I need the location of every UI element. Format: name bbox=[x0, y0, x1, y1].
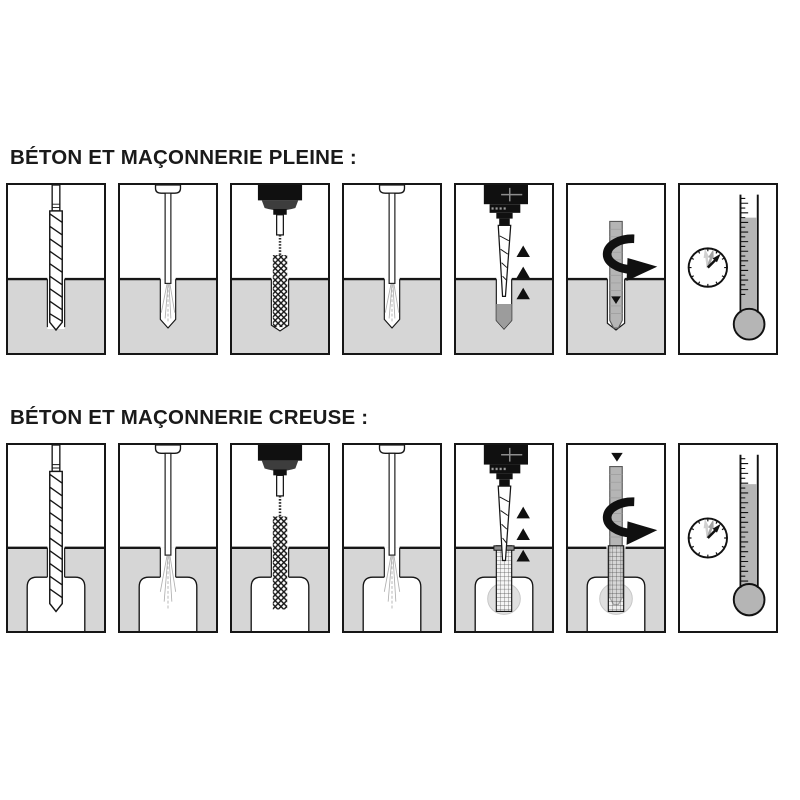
wire-brush-icon bbox=[232, 185, 328, 353]
drill-bit-icon bbox=[8, 445, 104, 631]
step-panel-cure-hollow bbox=[678, 443, 778, 633]
step-panel-blow-solid bbox=[118, 183, 218, 355]
air-blower-icon bbox=[120, 185, 216, 353]
air-spray bbox=[384, 283, 400, 324]
cartridge-gun bbox=[483, 445, 528, 487]
drill-chuck bbox=[257, 445, 303, 476]
step-panel-brush-hollow bbox=[230, 443, 330, 633]
air-blower-icon bbox=[344, 445, 440, 631]
thermometer-icon bbox=[732, 194, 766, 341]
hollow-block bbox=[568, 546, 664, 631]
wire-brush-icon bbox=[232, 445, 328, 631]
threaded-rod-rotation-icon bbox=[568, 452, 664, 631]
clock-icon bbox=[687, 517, 728, 559]
air-blower-icon bbox=[344, 185, 440, 353]
resin-fill bbox=[496, 304, 512, 329]
drilled-hole bbox=[383, 279, 401, 329]
mixing-nozzle bbox=[497, 224, 512, 297]
thermometer-icon bbox=[732, 454, 766, 617]
fill-level-arrows bbox=[516, 506, 530, 562]
air-blower-icon bbox=[120, 445, 216, 631]
drilled-hole bbox=[159, 279, 177, 329]
step-panel-blow2-hollow bbox=[342, 443, 442, 633]
brush-bristles bbox=[272, 516, 288, 610]
clock-thermometer-icon bbox=[687, 194, 766, 341]
mixing-nozzle bbox=[497, 485, 512, 562]
step-panel-brush-solid bbox=[230, 183, 330, 355]
insert-direction-arrow bbox=[611, 452, 623, 462]
step-panel-cure-solid bbox=[678, 183, 778, 355]
drill-bit-icon bbox=[8, 185, 104, 353]
clock-thermometer-icon bbox=[687, 454, 766, 617]
air-spray bbox=[160, 283, 176, 324]
step-panel-inject-hollow bbox=[454, 443, 554, 633]
steps-row-hollow bbox=[6, 443, 778, 633]
rotation-arrow-icon bbox=[602, 234, 658, 281]
insert-direction-arrow bbox=[611, 296, 621, 305]
section-title-hollow: BÉTON ET MAÇONNERIE CREUSE : bbox=[10, 406, 369, 429]
step-panel-drill-solid bbox=[6, 183, 106, 355]
step-panel-drill-hollow bbox=[6, 443, 106, 633]
rotation-arrow-icon bbox=[602, 497, 658, 545]
threaded-rod-rotation-icon bbox=[568, 220, 664, 353]
air-spray bbox=[159, 555, 177, 610]
steps-row-solid bbox=[6, 183, 778, 355]
cartridge-gun bbox=[483, 185, 528, 226]
brush-bristles bbox=[272, 255, 288, 328]
step-panel-rod-hollow bbox=[566, 443, 666, 633]
step-panel-inject-solid bbox=[454, 183, 554, 355]
sieve-sleeve bbox=[607, 545, 625, 613]
step-panel-blow-hollow bbox=[118, 443, 218, 633]
step-panel-blow2-solid bbox=[342, 183, 442, 355]
air-spray bbox=[383, 555, 401, 610]
hollow-block bbox=[456, 546, 552, 631]
clock-icon bbox=[687, 247, 728, 288]
resin-injection-gun-icon bbox=[456, 185, 552, 353]
resin-injection-sieve-sleeve-icon bbox=[456, 445, 552, 631]
fill-level-arrows bbox=[516, 245, 530, 300]
drill-chuck bbox=[257, 185, 303, 215]
section-title-solid: BÉTON ET MAÇONNERIE PLEINE : bbox=[10, 146, 357, 169]
step-panel-rod-solid bbox=[566, 183, 666, 355]
